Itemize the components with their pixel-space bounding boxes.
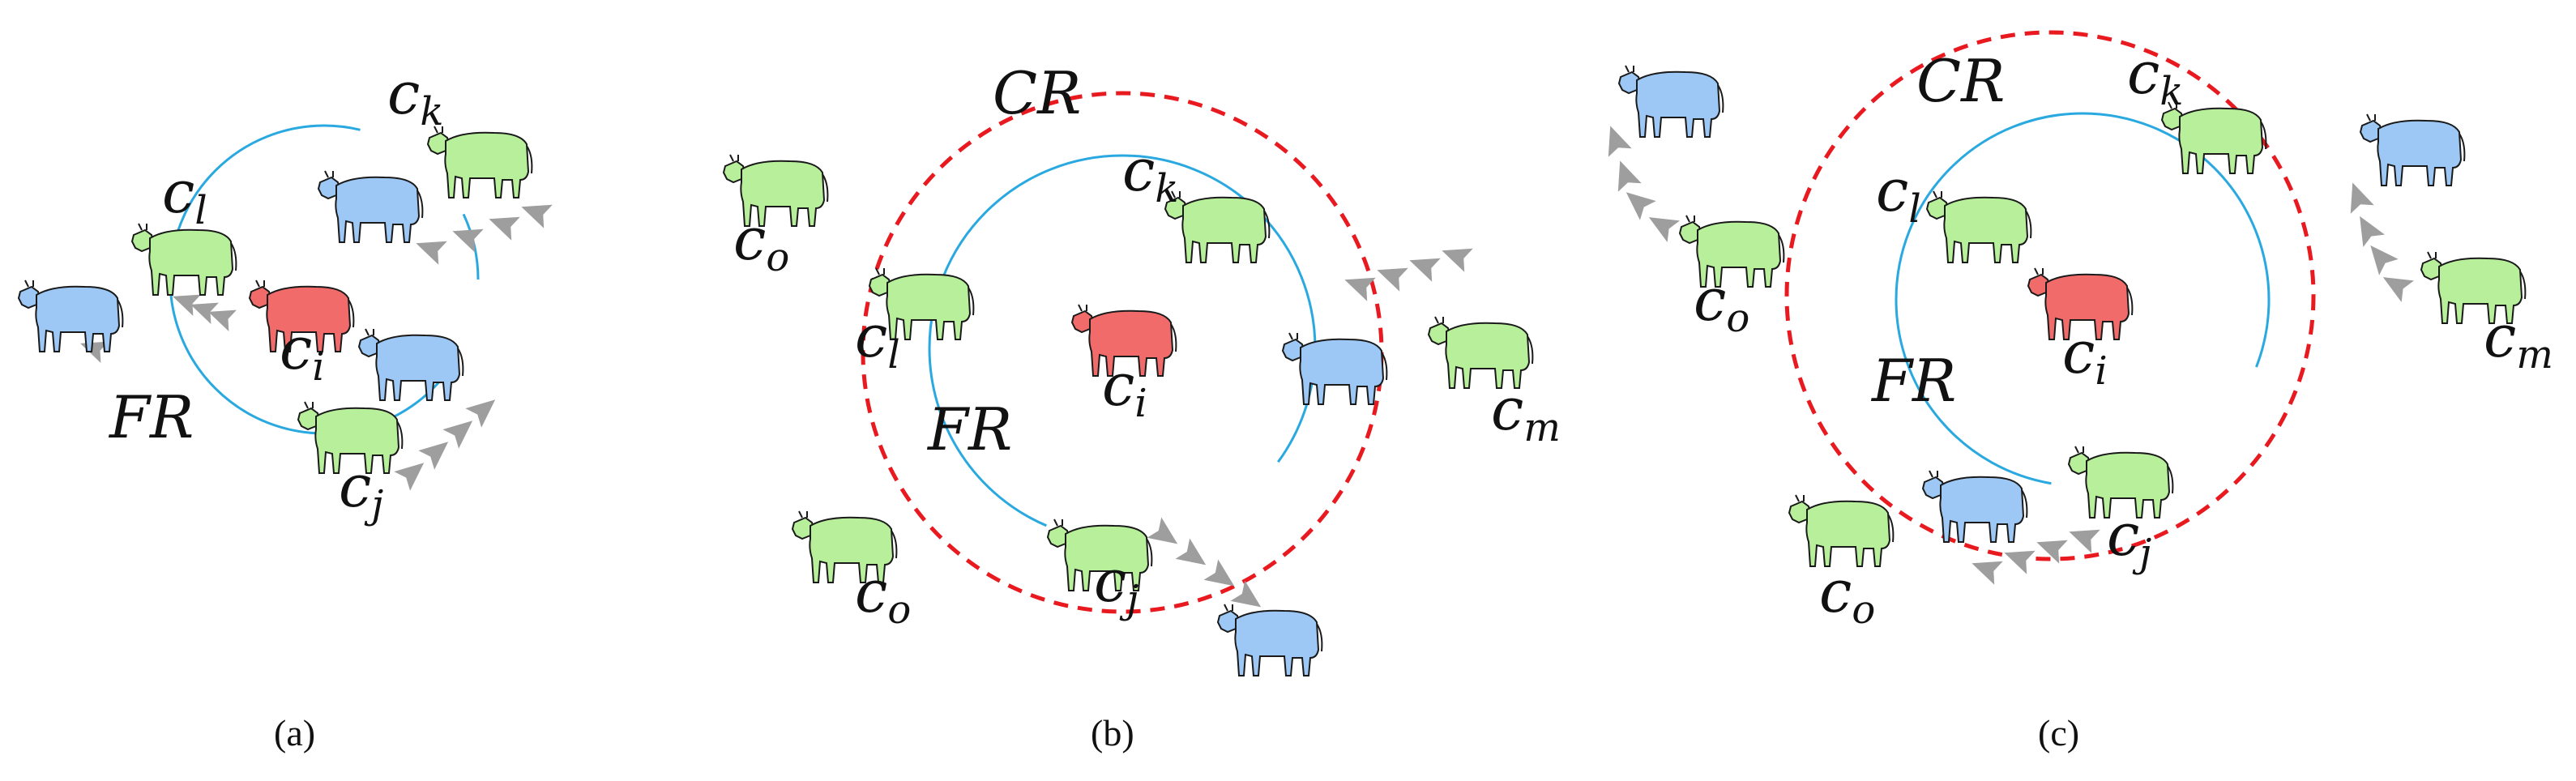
cr-circle [1784, 30, 2316, 561]
fr-label: FR [1870, 347, 1956, 415]
panel-b: CR ck co cl ci FR cm co cj (b) [723, 59, 1561, 753]
cow-label-co: co [1819, 557, 1875, 633]
cow-co-green [1788, 494, 1895, 567]
fr-label: FR [108, 383, 194, 451]
cow-label-co: co [1694, 266, 1749, 341]
cow-label-cm: cm [2484, 302, 2553, 378]
cow-label-cl: cl [855, 302, 900, 378]
cow-label-ck: ck [2127, 39, 2183, 114]
cow-label-cj: cj [1094, 547, 1138, 622]
cow-label-ci: ci [280, 314, 325, 390]
movement-arrow [2340, 178, 2415, 303]
cow-label-cl: cl [162, 158, 207, 233]
cow-blue [358, 328, 464, 401]
cow-blue [18, 280, 124, 352]
panel-a: ck cl ci cj FR (a) [18, 59, 553, 753]
fr-label: FR [926, 395, 1012, 463]
cow-ck-green [427, 126, 533, 198]
cow-blue [1618, 65, 1724, 138]
cow-label-ck: ck [387, 59, 443, 134]
cow-cl-green [131, 223, 237, 296]
cow-label-ci: ci [1102, 351, 1147, 426]
cow-label-cj: cj [2107, 501, 2151, 576]
cow-blue [1217, 604, 1323, 676]
cow-blue [1282, 332, 1388, 405]
cr-label: CR [993, 59, 1081, 127]
cow-label-cj: cj [339, 452, 383, 527]
movement-arrow [412, 194, 553, 265]
cow-label-cm: cm [1491, 375, 1561, 450]
cow-blue [1922, 470, 2028, 543]
panel-caption: (c) [2038, 712, 2079, 753]
movement-arrow [1147, 517, 1269, 617]
cow-label-ci: ci [2062, 318, 2108, 394]
panel-caption: (a) [274, 712, 315, 753]
movement-arrow [1598, 122, 1681, 243]
cow-cl-green [1926, 190, 2032, 263]
cow-label-co: co [855, 557, 911, 633]
cow-label-ck: ck [1122, 136, 1178, 211]
cow-blue [318, 170, 424, 243]
cr-label: CR [1916, 47, 2005, 115]
cow-label-cl: cl [1876, 156, 1921, 232]
cow-label-co: co [733, 205, 789, 280]
panel-c: CR ck cl co ci FR cm cj co (c) [1598, 30, 2553, 753]
movement-arrow [394, 390, 504, 491]
fr-circle [1895, 112, 2271, 488]
cow-ck-green [1164, 190, 1271, 263]
movement-arrow [1967, 519, 2100, 585]
panel-caption: (b) [1091, 712, 1134, 753]
cow-blue [2360, 113, 2466, 186]
